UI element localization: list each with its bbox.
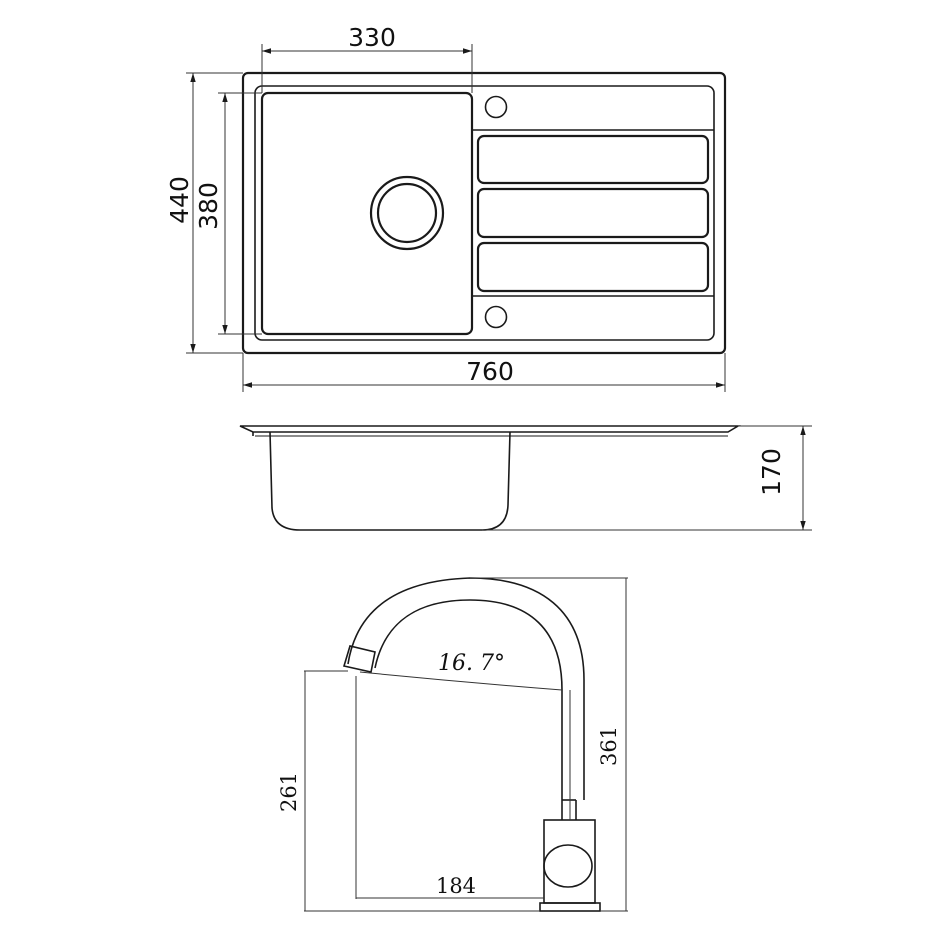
bowl-outline xyxy=(260,91,474,336)
side-view: 170 xyxy=(239,425,812,531)
sink-inner-rim xyxy=(254,85,715,341)
bowl-profile xyxy=(269,431,511,531)
faucet-spout-inner xyxy=(374,599,563,800)
faucet-base xyxy=(539,902,601,912)
total-height-label: 361 xyxy=(597,726,621,766)
angle-label: 16. 7° xyxy=(438,651,505,676)
drain-groove-1 xyxy=(476,134,710,185)
top-view: 330 760 440 380 xyxy=(165,23,727,392)
drain-groove-3 xyxy=(476,241,710,293)
height-label: 440 xyxy=(165,176,194,224)
faucet-view: 16. 7° 361 261 184 xyxy=(277,577,628,912)
drain-inner xyxy=(376,182,438,244)
faucet-body xyxy=(543,819,596,904)
bowl-height-label: 380 xyxy=(194,182,223,230)
width-label: 760 xyxy=(466,357,514,386)
faucet-handle xyxy=(543,844,593,888)
depth-label: 170 xyxy=(757,448,786,496)
reach-label: 184 xyxy=(436,874,476,898)
tap-hole-bottom xyxy=(484,305,508,329)
spout-height-label: 261 xyxy=(277,772,301,812)
bowl-width-label: 330 xyxy=(348,23,396,52)
tap-hole-top xyxy=(484,95,508,119)
drain-outer xyxy=(369,175,445,251)
angle-arc-line xyxy=(359,671,563,691)
drain-groove-2 xyxy=(476,187,710,239)
sink-flange xyxy=(239,425,741,433)
sink-outer-rim xyxy=(241,71,727,355)
faucet-spout-tip xyxy=(342,645,376,673)
